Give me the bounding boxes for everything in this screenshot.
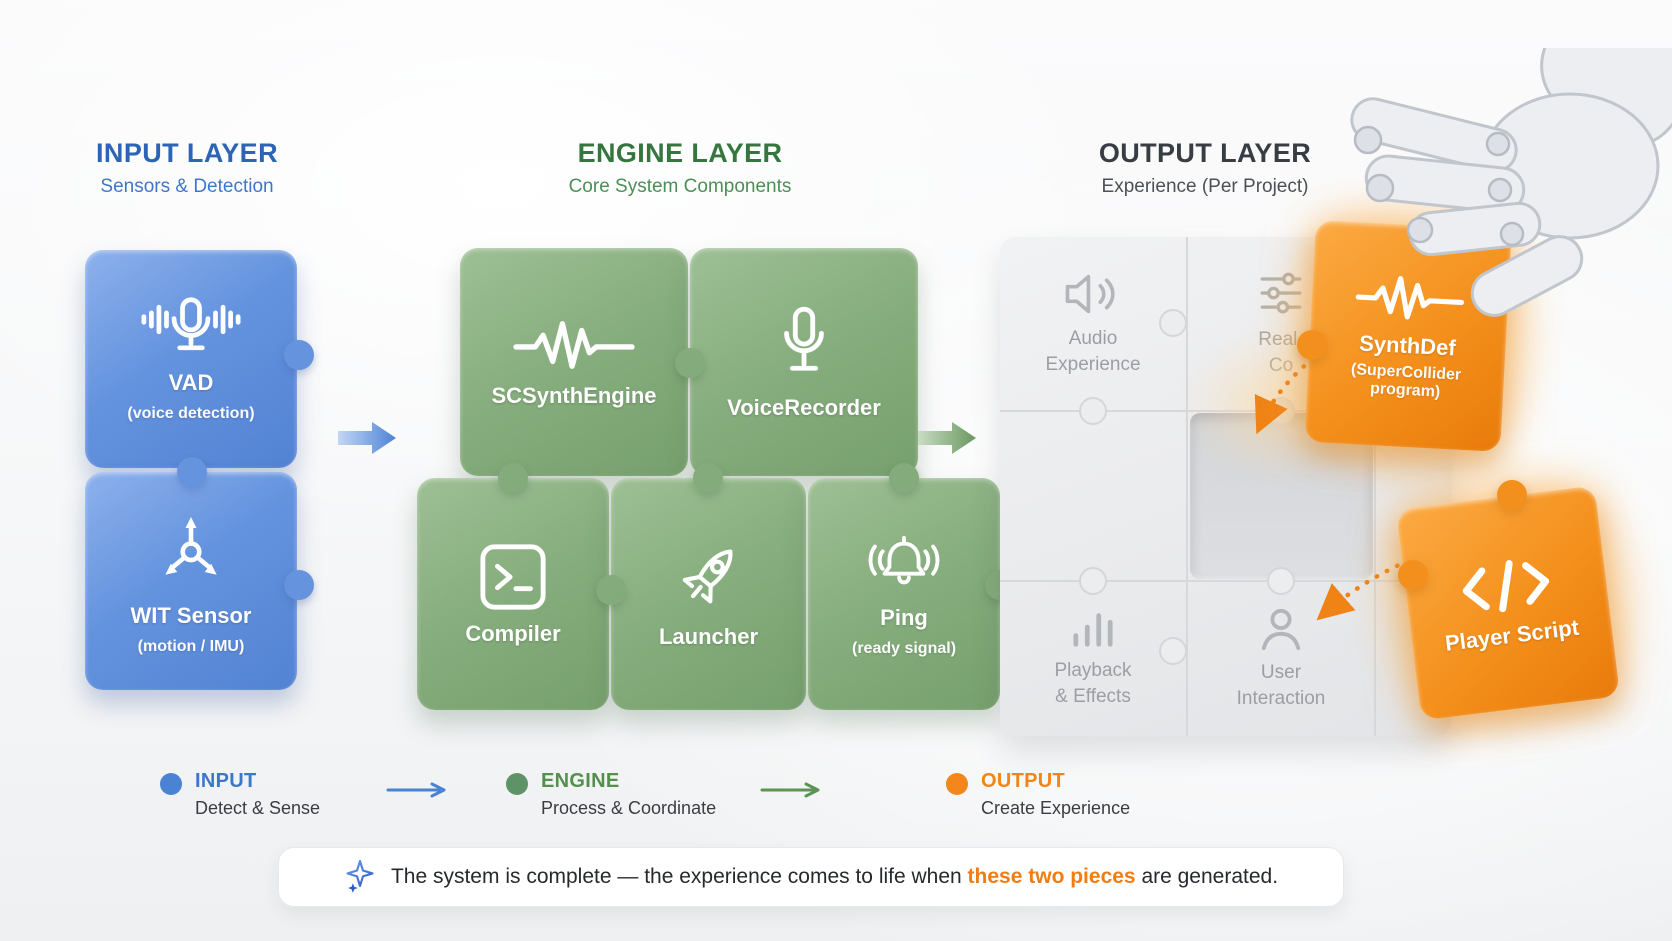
flow-arrow-blue-icon <box>338 422 396 454</box>
terminal-icon <box>478 542 548 612</box>
piece-label: VoiceRecorder <box>727 394 881 420</box>
bell-icon <box>863 530 945 596</box>
legend-dot-input <box>160 773 182 795</box>
puzzle-knob <box>1398 560 1428 590</box>
piece-label: SynthDef <box>1358 330 1457 361</box>
piece-label: Ping <box>880 605 928 630</box>
input-layer-title: INPUT LAYER <box>96 138 278 168</box>
piece-label: Audio Experience <box>1045 327 1141 375</box>
rocket-icon <box>671 539 747 615</box>
engine-layer-header: ENGINE LAYER Core System Components <box>530 138 830 198</box>
puzzle-knob <box>284 340 314 370</box>
piece-blank <box>1000 412 1186 580</box>
piece-label: Launcher <box>658 623 759 649</box>
engine-layer-title: ENGINE LAYER <box>577 138 783 168</box>
engine-layer-subtitle: Core System Components <box>568 176 792 197</box>
puzzle-knob <box>1159 637 1187 665</box>
legend-arrow-blue-icon <box>386 782 446 798</box>
legend-title: ENGINE <box>541 770 620 792</box>
banner-highlight: these two pieces <box>967 865 1136 888</box>
puzzle-knob <box>675 348 705 378</box>
piece-sublabel: (voice detection) <box>127 405 255 422</box>
puzzle-knob <box>177 457 207 487</box>
puzzle-knob <box>498 463 528 493</box>
piece-launcher: Launcher <box>611 478 806 710</box>
puzzle-knob <box>1497 480 1527 510</box>
microphone-soundwaves-icon <box>124 295 258 361</box>
input-layer-subtitle: Sensors & Detection <box>100 176 274 197</box>
summary-banner: The system is complete — the experience … <box>278 847 1344 907</box>
piece-compiler: Compiler <box>417 478 609 710</box>
piece-user-interaction: User Interaction <box>1188 582 1374 736</box>
puzzle-knob <box>889 463 919 493</box>
legend-dot-engine <box>506 773 528 795</box>
person-icon <box>1256 606 1306 652</box>
piece-wit-sensor: WIT Sensor (motion / IMU) <box>85 472 297 690</box>
legend-title: OUTPUT <box>981 770 1066 792</box>
sliders-icon <box>1251 269 1311 319</box>
piece-ping: Ping (ready signal) <box>808 478 1000 710</box>
piece-label: VAD <box>168 370 214 395</box>
flow-arrow-green-icon <box>918 422 976 454</box>
legend-arrow-green-icon <box>760 782 820 798</box>
bar-chart-icon <box>1066 608 1120 650</box>
piece-sublabel: (SuperCollider program) <box>1350 361 1462 401</box>
waveform-icon <box>511 316 637 374</box>
output-layer-title: OUTPUT LAYER <box>1098 138 1312 168</box>
output-layer-header: OUTPUT LAYER Experience (Per Project) <box>1050 138 1360 198</box>
waveform-icon <box>1353 269 1468 327</box>
legend-subtitle: Detect & Sense <box>195 798 321 818</box>
piece-playback-effects: Playback & Effects <box>1000 582 1186 736</box>
puzzle-knob <box>1079 567 1107 595</box>
piece-scsynthengine: SCSynthEngine <box>460 248 688 476</box>
legend-title: INPUT <box>195 770 257 792</box>
puzzle-knob <box>1267 567 1295 595</box>
code-icon <box>1455 552 1557 619</box>
output-layer-subtitle: Experience (Per Project) <box>1101 176 1309 197</box>
piece-label: Player Script <box>1443 614 1581 656</box>
legend-item-engine: ENGINE Process & Coordinate <box>506 770 716 819</box>
legend-subtitle: Create Experience <box>981 798 1131 818</box>
puzzle-knob <box>1079 397 1107 425</box>
piece-label: User Interaction <box>1236 662 1326 709</box>
piece-voicerecorder: VoiceRecorder <box>690 248 918 476</box>
legend-subtitle: Process & Coordinate <box>541 798 717 818</box>
puzzle-seam <box>1186 237 1188 736</box>
piece-sublabel: (ready signal) <box>851 640 957 657</box>
puzzle-seam <box>1000 580 1452 582</box>
puzzle-knob <box>1159 309 1187 337</box>
piece-label: SCSynthEngine <box>491 382 657 408</box>
piece-label: Playback & Effects <box>1054 660 1132 707</box>
piece-label: WIT Sensor <box>130 603 252 628</box>
legend-item-input: INPUT Detect & Sense <box>160 770 320 819</box>
puzzle-knob <box>1267 397 1295 425</box>
piece-sublabel: (motion / IMU) <box>137 638 245 655</box>
piece-label: Real- Co <box>1258 328 1304 376</box>
legend-item-output: OUTPUT Create Experience <box>946 770 1130 819</box>
piece-player-script: Player Script <box>1395 485 1621 721</box>
input-layer-header: INPUT LAYER Sensors & Detection <box>52 138 322 198</box>
microphone-icon <box>773 304 835 386</box>
puzzle-knob <box>596 575 626 605</box>
sparkle-icon <box>344 860 376 894</box>
piece-audio-experience: Audio Experience <box>1000 237 1186 410</box>
piece-vad: VAD (voice detection) <box>85 250 297 468</box>
piece-label: Compiler <box>465 620 561 646</box>
piece-synthdef: SynthDef (SuperCollider program) <box>1304 220 1512 452</box>
legend-dot-output <box>946 773 968 795</box>
puzzle-knob <box>284 570 314 600</box>
puzzle-knob <box>693 463 723 493</box>
speaker-icon <box>1062 270 1124 318</box>
motion-axes-icon <box>145 506 237 594</box>
banner-text: The system is complete — the experience … <box>390 865 1279 888</box>
